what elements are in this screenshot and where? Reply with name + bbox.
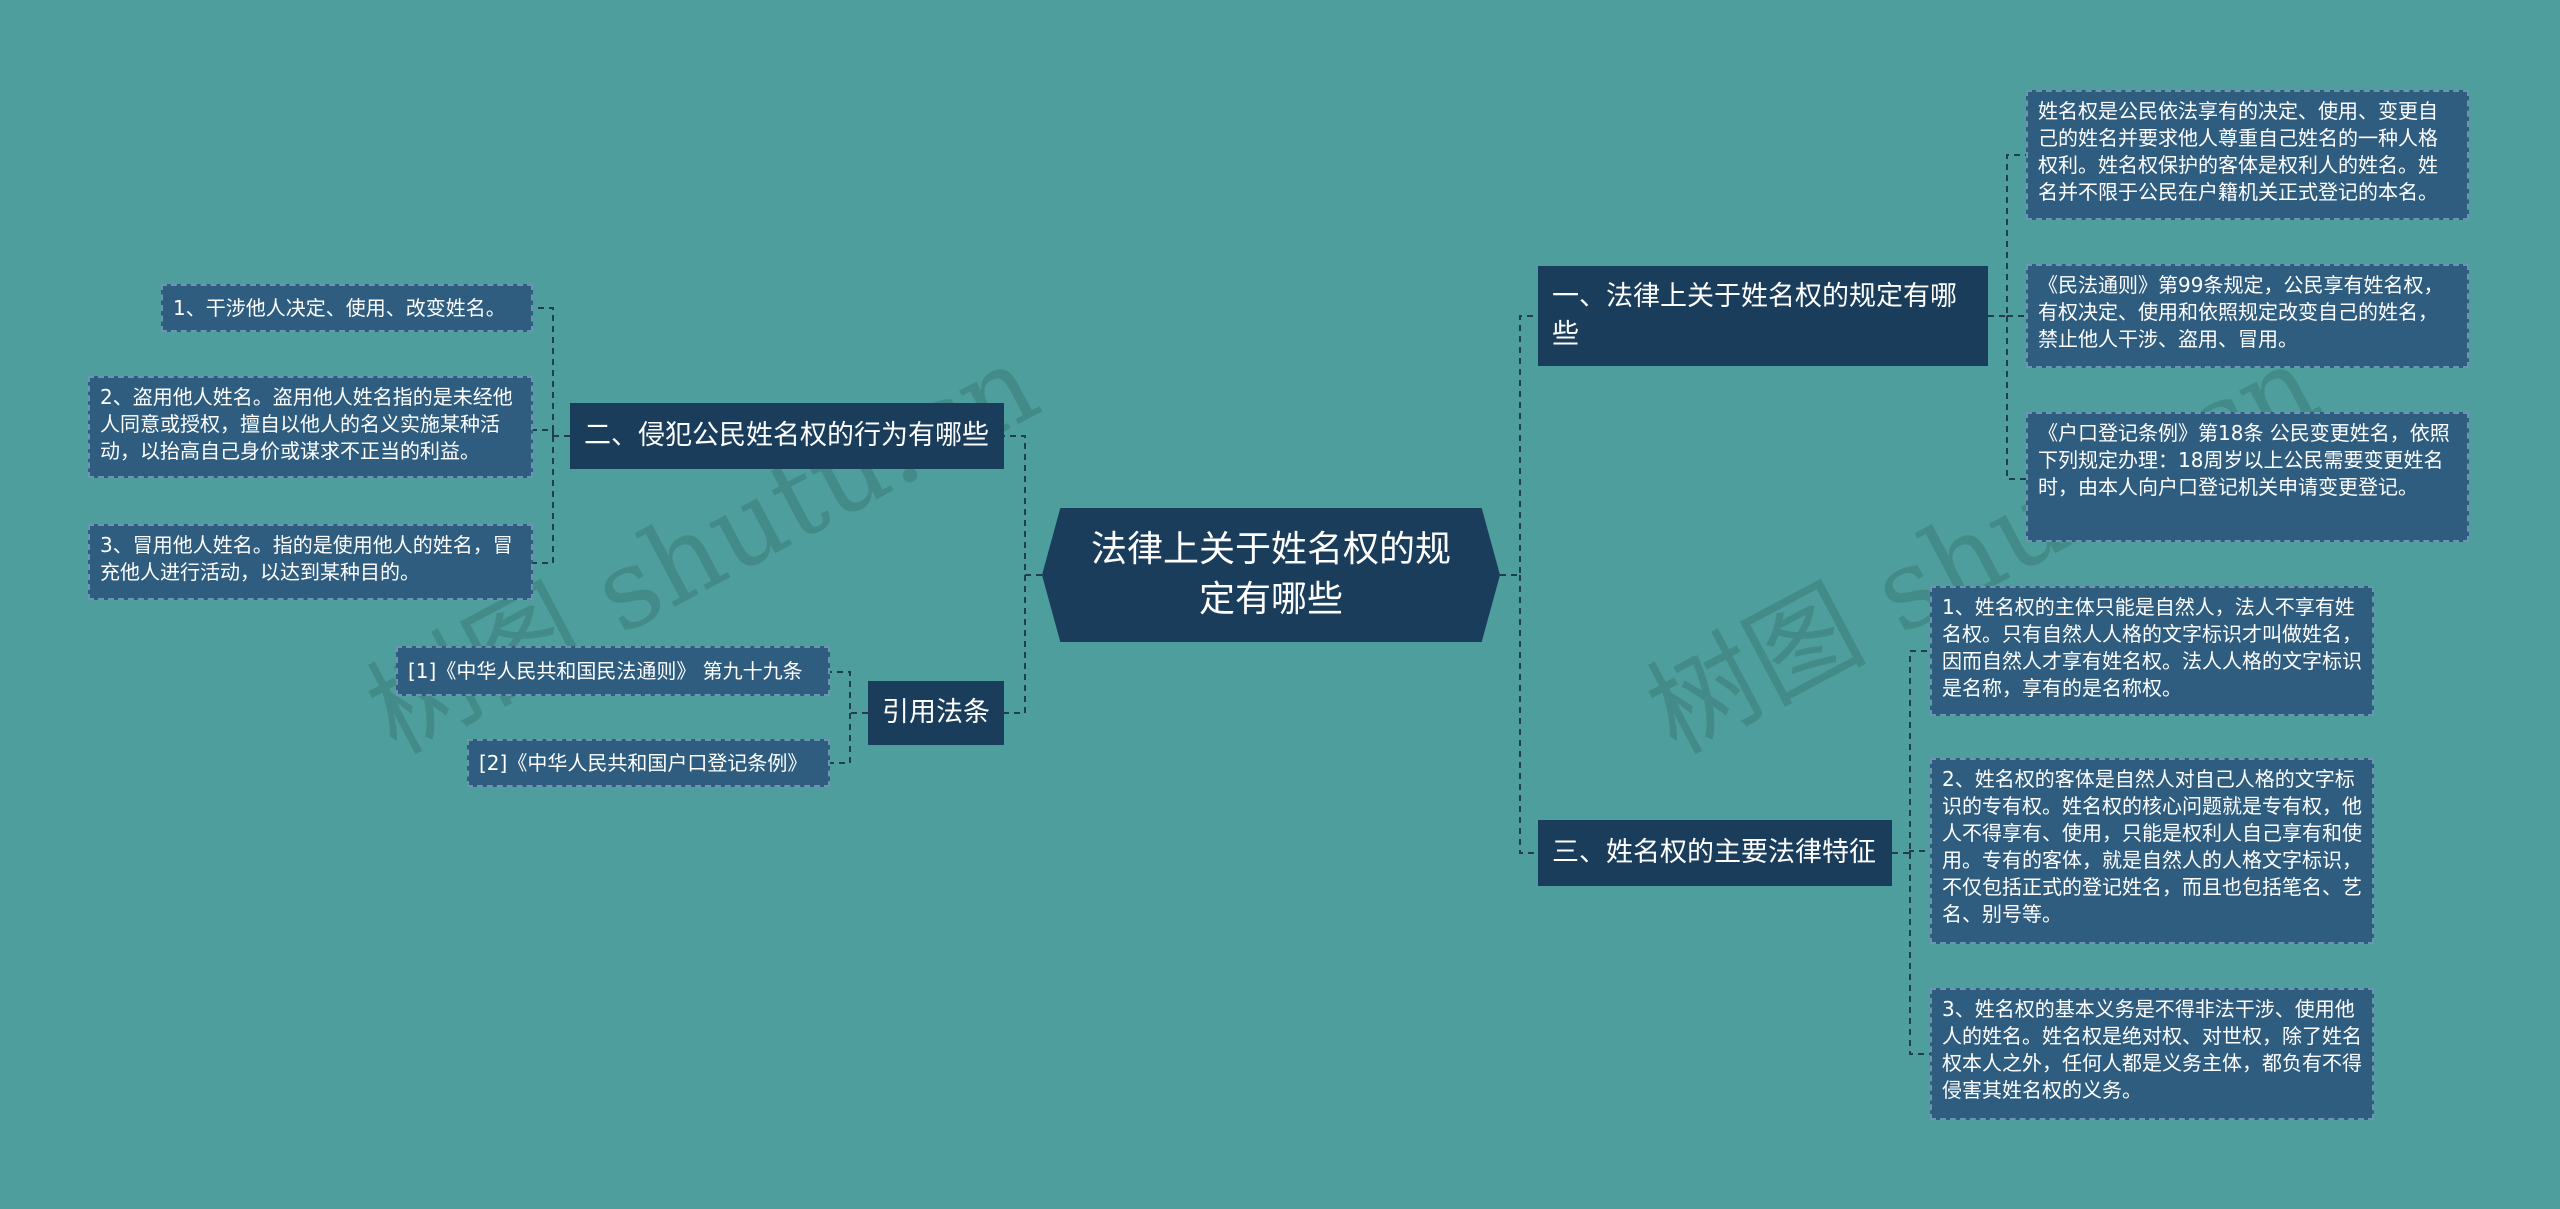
- root-topic-label: 法律上关于姓名权的规定有哪些: [1090, 529, 1451, 620]
- branch-legal-features[interactable]: 三、姓名权的主要法律特征: [1538, 820, 1892, 886]
- leaf-household-reg-article18[interactable]: 《户口登记条例》第18条 公民变更姓名，依照下列规定办理：18周岁以上公民需要变…: [2026, 412, 2469, 542]
- leaf-civil-law-ref[interactable]: [1]《中华人民共和国民法通则》 第九十九条: [396, 646, 830, 696]
- leaf-household-reg-article18-text: 《户口登记条例》第18条 公民变更姓名，依照下列规定办理：18周岁以上公民需要变…: [2038, 421, 2450, 499]
- leaf-civil-law-ref-text: [1]《中华人民共和国民法通则》 第九十九条: [408, 658, 803, 683]
- leaf-impersonate-name-text: 3、冒用他人姓名。指的是使用他人的姓名，冒充他人进行活动，以达到某种目的。: [100, 533, 513, 584]
- leaf-household-reg-ref-text: [2]《中华人民共和国户口登记条例》: [479, 750, 808, 775]
- leaf-feature-subject[interactable]: 1、姓名权的主体只能是自然人，法人不享有姓名权。只有自然人人格的文字标识才叫做姓…: [1930, 586, 2374, 716]
- branch-infringing-acts-label: 二、侵犯公民姓名权的行为有哪些: [584, 420, 989, 451]
- root-topic[interactable]: 法律上关于姓名权的规定有哪些: [1042, 508, 1500, 642]
- leaf-civil-law-article99-text: 《民法通则》第99条规定，公民享有姓名权，有权决定、使用和依照规定改变自己的姓名…: [2038, 273, 2444, 351]
- leaf-interfere-name[interactable]: 1、干涉他人决定、使用、改变姓名。: [161, 284, 533, 332]
- branch-legal-provisions[interactable]: 一、法律上关于姓名权的规定有哪些: [1538, 266, 1988, 366]
- leaf-civil-law-article99[interactable]: 《民法通则》第99条规定，公民享有姓名权，有权决定、使用和依照规定改变自己的姓名…: [2026, 264, 2469, 368]
- leaf-feature-obligation-text: 3、姓名权的基本义务是不得非法干涉、使用他人的姓名。姓名权是绝对权、对世权，除了…: [1942, 997, 2362, 1102]
- branch-legal-provisions-label: 一、法律上关于姓名权的规定有哪些: [1552, 281, 1957, 350]
- branch-legal-features-label: 三、姓名权的主要法律特征: [1552, 837, 1876, 868]
- leaf-misappropriate-name-text: 2、盗用他人姓名。盗用他人姓名指的是未经他人同意或授权，擅自以他人的名义实施某种…: [100, 385, 513, 463]
- leaf-impersonate-name[interactable]: 3、冒用他人姓名。指的是使用他人的姓名，冒充他人进行活动，以达到某种目的。: [88, 524, 533, 600]
- leaf-name-right-definition[interactable]: 姓名权是公民依法享有的决定、使用、变更自己的姓名并要求他人尊重自己姓名的一种人格…: [2026, 90, 2469, 220]
- leaf-feature-object-text: 2、姓名权的客体是自然人对自己人格的文字标识的专有权。姓名权的核心问题就是专有权…: [1942, 767, 2362, 926]
- leaf-feature-subject-text: 1、姓名权的主体只能是自然人，法人不享有姓名权。只有自然人人格的文字标识才叫做姓…: [1942, 595, 2362, 700]
- leaf-misappropriate-name[interactable]: 2、盗用他人姓名。盗用他人姓名指的是未经他人同意或授权，擅自以他人的名义实施某种…: [88, 376, 533, 478]
- leaf-household-reg-ref[interactable]: [2]《中华人民共和国户口登记条例》: [467, 739, 830, 787]
- leaf-feature-obligation[interactable]: 3、姓名权的基本义务是不得非法干涉、使用他人的姓名。姓名权是绝对权、对世权，除了…: [1930, 988, 2374, 1120]
- leaf-name-right-definition-text: 姓名权是公民依法享有的决定、使用、变更自己的姓名并要求他人尊重自己姓名的一种人格…: [2038, 99, 2438, 204]
- branch-cited-laws-label: 引用法条: [882, 697, 990, 728]
- branch-cited-laws[interactable]: 引用法条: [868, 681, 1004, 745]
- leaf-interfere-name-text: 1、干涉他人决定、使用、改变姓名。: [173, 295, 506, 320]
- branch-infringing-acts[interactable]: 二、侵犯公民姓名权的行为有哪些: [570, 403, 1004, 469]
- leaf-feature-object[interactable]: 2、姓名权的客体是自然人对自己人格的文字标识的专有权。姓名权的核心问题就是专有权…: [1930, 758, 2374, 944]
